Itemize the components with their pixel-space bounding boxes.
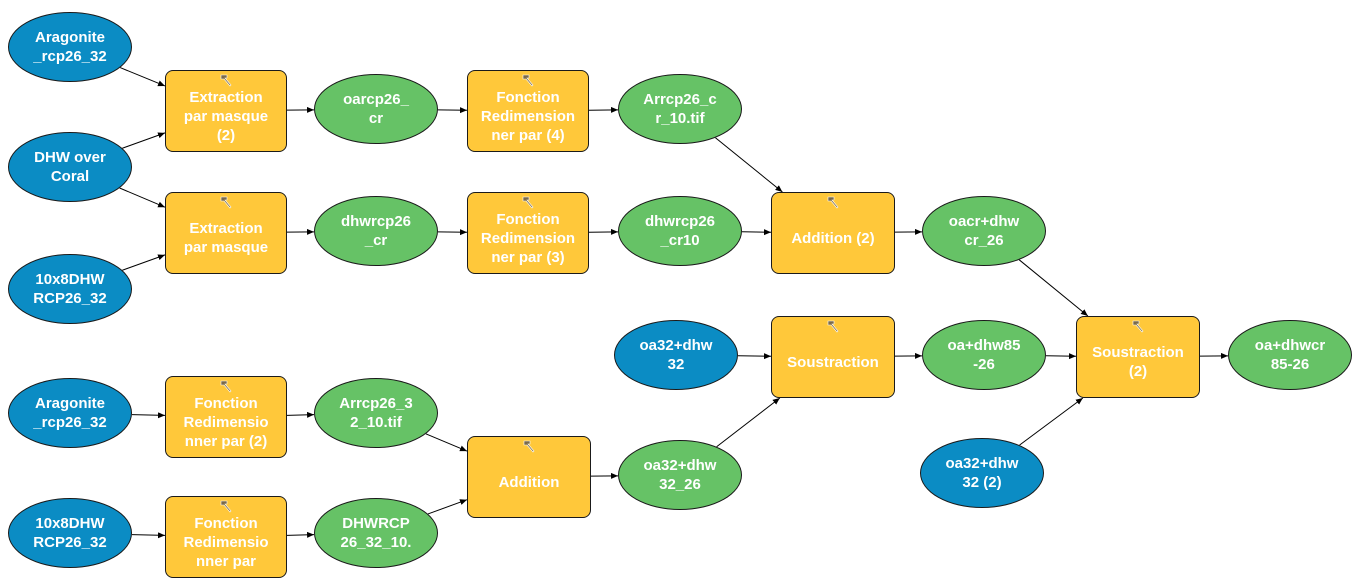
hammer-icon — [220, 500, 232, 513]
tool-node-t-sous2[interactable]: Soustraction (2) — [1076, 316, 1200, 398]
node-label: Arrcp26_3 2_10.tif — [339, 395, 413, 431]
node-label: 10x8DHW RCP26_32 — [33, 271, 107, 307]
node-label: Soustraction (2) — [1092, 344, 1184, 380]
output-node-d-arrcp-cr[interactable]: Arrcp26_c r_10.tif — [618, 74, 742, 144]
input-node-in-10x8-2[interactable]: 10x8DHW RCP26_32 — [8, 498, 132, 568]
connector-arrow — [1018, 259, 1089, 317]
connector-arrow — [716, 397, 781, 448]
connector-arrow — [286, 411, 315, 418]
node-label: DHW over Coral — [34, 149, 106, 185]
node-label: Soustraction — [787, 353, 879, 371]
tool-node-t-fr[interactable]: Fonction Redimensio nner par — [165, 496, 287, 578]
node-label: Fonction Redimensio nner par — [183, 514, 269, 570]
node-label: Arrcp26_c r_10.tif — [643, 91, 717, 127]
output-node-d-dhwrcp10[interactable]: dhwrcp26 _cr10 — [618, 196, 742, 266]
hammer-icon — [220, 74, 232, 87]
hammer-icon — [220, 196, 232, 209]
hammer-icon — [522, 74, 534, 87]
connector-arrow — [119, 187, 166, 208]
node-label: oa32+dhw 32 (2) — [945, 455, 1019, 491]
tool-node-t-add2[interactable]: Addition (2) — [771, 192, 895, 274]
tool-node-t-extr[interactable]: Extraction par masque — [165, 192, 287, 274]
connector-arrow — [131, 532, 166, 539]
output-node-d-oacr[interactable]: oacr+dhw cr_26 — [922, 196, 1046, 266]
connector-arrow — [286, 531, 315, 538]
node-label: Fonction Redimension ner par (3) — [480, 210, 576, 266]
output-node-d-arrcp32[interactable]: Arrcp26_3 2_10.tif — [314, 378, 438, 448]
node-label: oa32+dhw 32_26 — [643, 457, 717, 493]
connector-arrow — [119, 67, 166, 87]
node-label: Addition — [498, 473, 560, 491]
hammer-icon — [220, 380, 232, 393]
tool-node-t-sous[interactable]: Soustraction — [771, 316, 895, 398]
node-label: oa+dhwcr 85-26 — [1254, 337, 1326, 373]
node-label: dhwrcp26 _cr — [340, 213, 412, 249]
tool-node-t-fr3[interactable]: Fonction Redimension ner par (3) — [467, 192, 589, 274]
output-node-d-oa32-26[interactable]: oa32+dhw 32_26 — [618, 440, 742, 510]
output-node-d-oadhw85[interactable]: oa+dhw85 -26 — [922, 320, 1046, 390]
input-node-in-arag1[interactable]: Aragonite _rcp26_32 — [8, 12, 132, 82]
output-node-d-dhwrcp[interactable]: dhwrcp26 _cr — [314, 196, 438, 266]
connector-arrow — [1019, 397, 1084, 446]
node-label: oacr+dhw cr_26 — [948, 213, 1020, 249]
node-label: Addition (2) — [791, 229, 875, 247]
connector-arrow — [425, 433, 468, 452]
hammer-icon — [523, 440, 535, 453]
connector-arrow — [131, 412, 166, 419]
connector-arrow — [122, 132, 166, 149]
node-label: Aragonite _rcp26_32 — [33, 395, 107, 431]
node-label: oa+dhw85 -26 — [947, 337, 1021, 373]
output-node-d-final[interactable]: oa+dhwcr 85-26 — [1228, 320, 1352, 390]
connector-arrow — [427, 499, 468, 515]
hammer-icon — [1132, 320, 1144, 333]
connector-arrow — [715, 137, 783, 193]
node-label: 10x8DHW RCP26_32 — [33, 515, 107, 551]
node-label: dhwrcp26 _cr10 — [644, 213, 716, 249]
hammer-icon — [827, 320, 839, 333]
tool-node-t-fr2[interactable]: Fonction Redimensio nner par (2) — [165, 376, 287, 458]
tool-node-t-add[interactable]: Addition — [467, 436, 591, 518]
node-label: DHWRCP 26_32_10. — [340, 515, 412, 551]
node-label: Extraction par masque — [183, 220, 269, 256]
tool-node-t-extr2[interactable]: Extraction par masque (2) — [165, 70, 287, 152]
input-node-in-dhw-over[interactable]: DHW over Coral — [8, 132, 132, 202]
tool-node-t-fr4[interactable]: Fonction Redimension ner par (4) — [467, 70, 589, 152]
node-label: Fonction Redimensio nner par (2) — [183, 394, 269, 450]
output-node-d-oarcp[interactable]: oarcp26_ cr — [314, 74, 438, 144]
node-label: oarcp26_ cr — [343, 91, 409, 127]
node-label: Aragonite _rcp26_32 — [33, 29, 107, 65]
input-node-in-oa32[interactable]: oa32+dhw 32 — [614, 320, 738, 390]
hammer-icon — [522, 196, 534, 209]
output-node-d-dhwrcp32[interactable]: DHWRCP 26_32_10. — [314, 498, 438, 568]
node-label: oa32+dhw 32 — [639, 337, 713, 373]
connector-arrow — [122, 254, 166, 271]
input-node-in-oa32b[interactable]: oa32+dhw 32 (2) — [920, 438, 1044, 508]
input-node-in-arag2[interactable]: Aragonite _rcp26_32 — [8, 378, 132, 448]
input-node-in-10x8-1[interactable]: 10x8DHW RCP26_32 — [8, 254, 132, 324]
node-label: Extraction par masque (2) — [183, 88, 269, 144]
node-label: Fonction Redimension ner par (4) — [480, 88, 576, 144]
hammer-icon — [827, 196, 839, 209]
